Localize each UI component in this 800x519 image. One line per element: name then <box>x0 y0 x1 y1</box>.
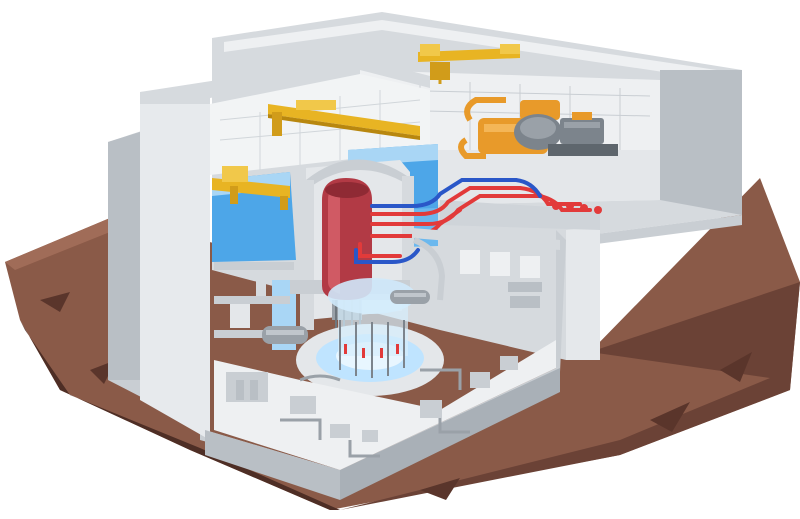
overhead-crane <box>212 100 420 210</box>
left-rooms <box>214 262 308 344</box>
auxiliary-floors <box>412 228 560 326</box>
turbine-crane <box>418 44 520 84</box>
turbine-generator <box>458 97 618 159</box>
steam-piping <box>354 178 602 264</box>
basement-floor <box>214 340 556 470</box>
